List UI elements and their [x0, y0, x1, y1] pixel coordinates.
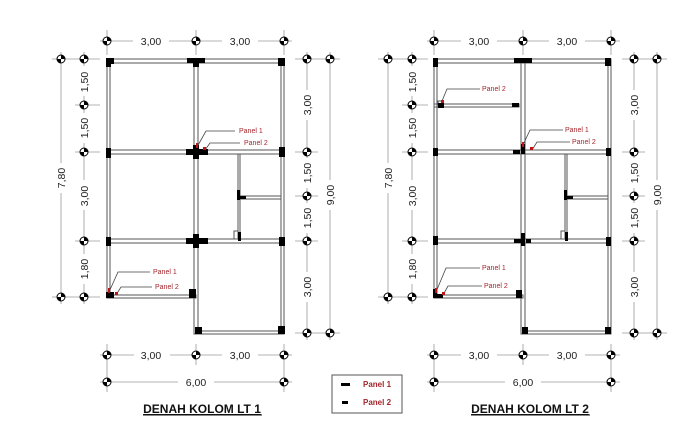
panel-annotations: Panel 2 Panel 1 Panel 2 Panel 1 Panel 2: [435, 86, 596, 296]
annotation-panel-2: Panel 2: [484, 283, 508, 290]
dim-label: 3,00: [230, 36, 251, 48]
annotation-panel-2: Panel 2: [482, 86, 506, 93]
dim-label: 1,50: [302, 163, 314, 184]
panel-annotations: Panel 1 Panel 2 Panel 1 Panel 2: [108, 128, 268, 296]
legend: Panel 1 Panel 2: [331, 374, 403, 414]
plan-title: DENAH KOLOM LT 2: [471, 402, 589, 416]
bottom-dimension: 3,00 3,00 6,00: [100, 344, 292, 392]
dim-label: 1,50: [407, 118, 419, 139]
dim-label: 1,50: [79, 72, 91, 93]
legend-item-panel-2: Panel 2: [363, 398, 392, 407]
dim-label: 1,50: [629, 208, 641, 229]
dim-total: 7,80: [383, 168, 395, 189]
columns: [106, 58, 285, 334]
panel-1-symbol-icon: [341, 383, 350, 386]
dim-label: 1,50: [302, 208, 314, 229]
dim-label: 3,00: [469, 36, 490, 48]
dim-label: 1,80: [407, 259, 419, 280]
dim-total: 6,00: [186, 377, 207, 389]
annotation-panel-1: Panel 1: [565, 127, 589, 134]
top-dimension: 3,00 3,00: [427, 30, 620, 55]
plan-lt2: 3,00 3,00 1,50 1,50 3,00 1,80 7,80: [378, 30, 667, 416]
dim-label: 1,50: [407, 72, 419, 93]
panel-1-marker-icon: [196, 143, 198, 148]
dim-label: 3,00: [469, 350, 490, 362]
panel-2-marker-icon: [203, 147, 206, 150]
left-dimension: 1,50 1,50 3,00 1,80 7,80: [52, 52, 100, 304]
columns: [433, 58, 611, 334]
dim-label: 3,00: [79, 186, 91, 207]
dim-total: 6,00: [513, 377, 534, 389]
dim-label: 3,00: [141, 350, 162, 362]
grid-marker-icon: [191, 36, 201, 46]
dim-label: 3,00: [557, 350, 578, 362]
plan-lt1: 3,00 3,00 1,50 1,50 3,00 1,80 7,80: [52, 30, 340, 416]
dim-label: 3,00: [141, 36, 162, 48]
annotation-panel-1: Panel 1: [239, 128, 263, 135]
dim-label: 1,50: [629, 163, 641, 184]
dim-total: 7,80: [56, 168, 68, 189]
right-dimension: 3,00 1,50 1,50 3,00 9,00: [295, 52, 340, 340]
dim-label: 3,00: [557, 36, 578, 48]
right-dimension: 3,00 1,50 1,50 3,00 9,00: [622, 52, 667, 340]
annotation-panel-2: Panel 2: [244, 140, 268, 147]
plan-title: DENAH KOLOM LT 1: [143, 402, 261, 416]
bottom-dimension: 3,00 3,00 6,00: [427, 344, 620, 392]
dim-label: 3,00: [302, 277, 314, 298]
walls: [433, 58, 612, 335]
annotation-panel-1: Panel 1: [482, 265, 506, 272]
annotation-panel-2: Panel 2: [155, 284, 179, 291]
dim-label: 1,50: [79, 118, 91, 139]
annotation-panel-1: Panel 1: [153, 269, 177, 276]
left-dimension: 1,50 1,50 3,00 1,80 7,80: [378, 52, 428, 304]
dim-total: 9,00: [325, 185, 337, 206]
dim-label: 3,00: [629, 95, 641, 116]
annotation-panel-2: Panel 2: [572, 139, 596, 146]
top-dimension: 3,00 3,00: [100, 30, 292, 55]
dim-label: 3,00: [629, 277, 641, 298]
dim-label: 1,80: [79, 259, 91, 280]
dim-label: 3,00: [230, 350, 251, 362]
legend-item-panel-1: Panel 1: [363, 380, 392, 389]
grid-marker-icon: [102, 36, 112, 46]
dim-label: 3,00: [302, 95, 314, 116]
dim-total: 9,00: [652, 185, 664, 206]
grid-marker-icon: [279, 36, 289, 46]
dim-label: 3,00: [407, 186, 419, 207]
panel-2-symbol-icon: [342, 401, 348, 404]
